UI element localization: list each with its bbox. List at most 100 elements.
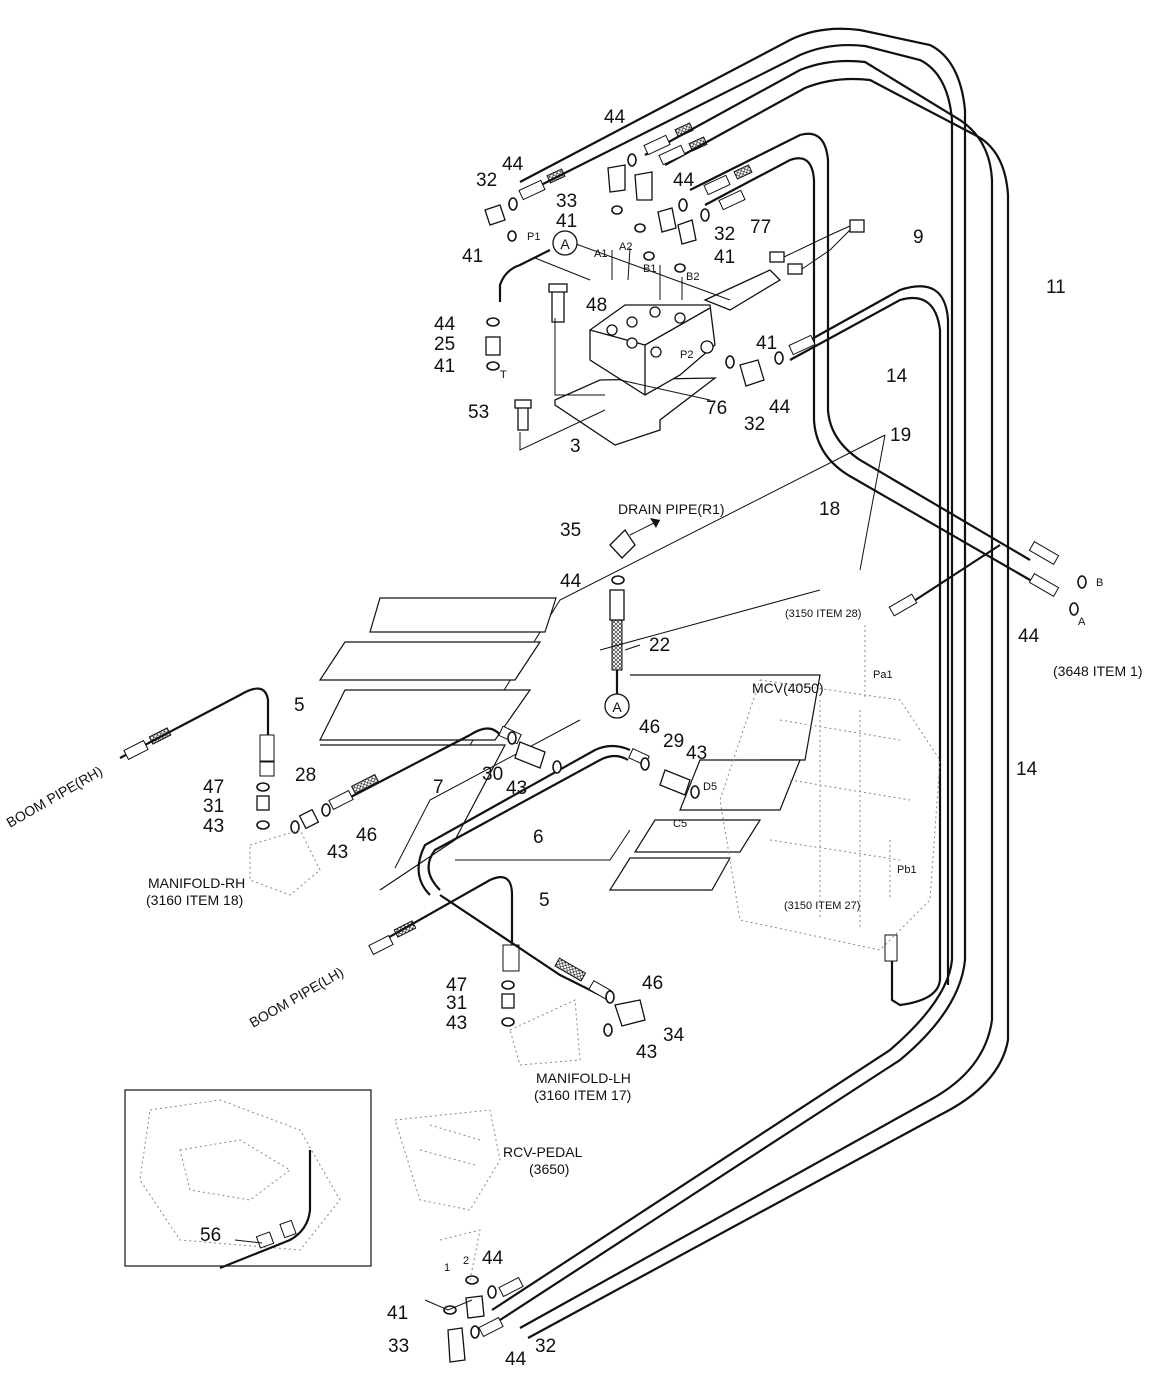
port-label: B: [1096, 577, 1103, 589]
item-number-labels: 44 44 32 33 44 41 32 41 77 41 48 44 25 4…: [200, 107, 1066, 1370]
item-number: 32: [744, 414, 765, 435]
item-number: 43: [446, 1013, 467, 1034]
item-number: 6: [533, 827, 544, 848]
item-number: 22: [649, 635, 670, 656]
item-number: 5: [294, 695, 305, 716]
item-number: 31: [203, 796, 224, 817]
item-number: 32: [535, 1336, 556, 1357]
detail-panels: [318, 589, 821, 891]
item-number: 41: [714, 247, 735, 268]
item-number: 46: [639, 717, 660, 738]
item-number: 30: [482, 764, 503, 785]
manifold-rh-label: MANIFOLD-RH: [148, 875, 245, 891]
port-label: P1: [527, 231, 540, 243]
port-label: A: [1078, 616, 1086, 628]
item-number: 43: [506, 778, 527, 799]
mcv-label: MCV(4050): [752, 680, 824, 696]
manifold-lh-label: MANIFOLD-LH: [536, 1070, 631, 1086]
item-number: 44: [482, 1248, 504, 1269]
item-number: 44: [434, 314, 456, 335]
fitting-25: [485, 336, 501, 356]
item-number: 53: [468, 402, 489, 423]
port-label: B2: [686, 271, 699, 283]
drain-hose-22: [609, 518, 661, 695]
item-number: 56: [200, 1225, 221, 1246]
detail-circle-a-top: A: [552, 230, 578, 256]
item-number: 32: [714, 224, 735, 245]
detail-a-label: A: [612, 699, 622, 715]
item-number: 44: [673, 170, 695, 191]
drain-pipe-label: DRAIN PIPE(R1): [618, 501, 725, 517]
rcv-pedal-label: RCV-PEDAL: [503, 1144, 583, 1160]
item-number: 43: [686, 743, 707, 764]
item-number: 9: [913, 227, 924, 248]
detail-a-label: A: [560, 236, 570, 252]
hose-crimps-top: [518, 122, 1060, 962]
manifold-lh-item-label: (3160 ITEM 17): [534, 1087, 631, 1103]
solenoid-valve: [703, 269, 782, 311]
item-number: 14: [886, 366, 908, 387]
valve-block-assembly: [484, 164, 865, 451]
item-number: 35: [560, 520, 581, 541]
item-number: 25: [434, 334, 455, 355]
item-number: 43: [327, 842, 348, 863]
item-number: 41: [434, 356, 455, 377]
port-label: Pb1: [897, 864, 917, 876]
boom-pipe-rh-label: BOOM PIPE(RH): [4, 763, 106, 831]
item-number: 44: [604, 107, 626, 128]
port-label: 1: [444, 1262, 450, 1274]
bolt-48: [551, 287, 565, 323]
item-3648-label: (3648 ITEM 1): [1053, 663, 1142, 679]
item-number: 5: [539, 890, 550, 911]
item-number: 44: [560, 571, 582, 592]
item-number: 43: [636, 1042, 657, 1063]
port-label: A2: [619, 241, 632, 253]
item-number: 19: [890, 425, 911, 446]
port-label: 2: [463, 1255, 469, 1267]
port-label: A1: [594, 248, 607, 260]
item-number: 11: [1046, 277, 1066, 298]
item-number: 77: [750, 217, 771, 238]
item-number: 3: [570, 436, 581, 457]
inset-detail-box: [124, 1089, 372, 1270]
rcv-pedal-ghost: [394, 1109, 501, 1211]
item-number: 43: [203, 816, 224, 837]
item-number: 18: [819, 499, 840, 520]
item-number: 14: [1016, 759, 1038, 780]
port-label: T: [500, 369, 507, 381]
item-number: 44: [769, 397, 791, 418]
item-number: 33: [556, 191, 577, 212]
o-rings-top: [486, 153, 1087, 616]
item-number: 31: [446, 993, 467, 1014]
boom-pipe-lh-label: BOOM PIPE(LH): [247, 964, 347, 1031]
item-number: 46: [642, 973, 663, 994]
mcv-ghost: [719, 625, 941, 951]
item-number: 29: [663, 731, 684, 752]
callout-text: DRAIN PIPE(R1) (3150 ITEM 28) (3648 ITEM…: [4, 501, 1143, 1177]
item-3150-27-label: (3150 ITEM 27): [784, 900, 860, 912]
item-number: 44: [505, 1349, 527, 1370]
item-number: 48: [586, 295, 607, 316]
port-label: C5: [673, 818, 687, 830]
item-3150-28-label: (3150 ITEM 28): [785, 608, 861, 620]
o-rings-mid: [249, 731, 700, 1066]
item-number: 46: [356, 825, 377, 846]
bottom-fittings: [424, 1229, 524, 1363]
item-number: 33: [388, 1336, 409, 1357]
port-label: B1: [643, 263, 656, 275]
item-number: 41: [387, 1303, 408, 1324]
item-number: 41: [756, 333, 777, 354]
hose-bundle-9-11: [491, 27, 1031, 1339]
item-number: 28: [295, 765, 316, 786]
item-number: 44: [1018, 626, 1040, 647]
item-number: 44: [502, 154, 524, 175]
item-number: 41: [462, 246, 483, 267]
port-label: Pa1: [873, 669, 893, 681]
manifold-rh-item-label: (3160 ITEM 18): [146, 892, 243, 908]
item-number: 47: [446, 975, 467, 996]
item-number: 34: [663, 1025, 685, 1046]
rcv-pedal-item-label: (3650): [529, 1161, 569, 1177]
port-labels: P1 A1 A2 B1 B2 P2 T B A Pa1 Pb1 D5 C5 1 …: [444, 231, 1103, 1274]
item-number: 41: [556, 211, 577, 232]
